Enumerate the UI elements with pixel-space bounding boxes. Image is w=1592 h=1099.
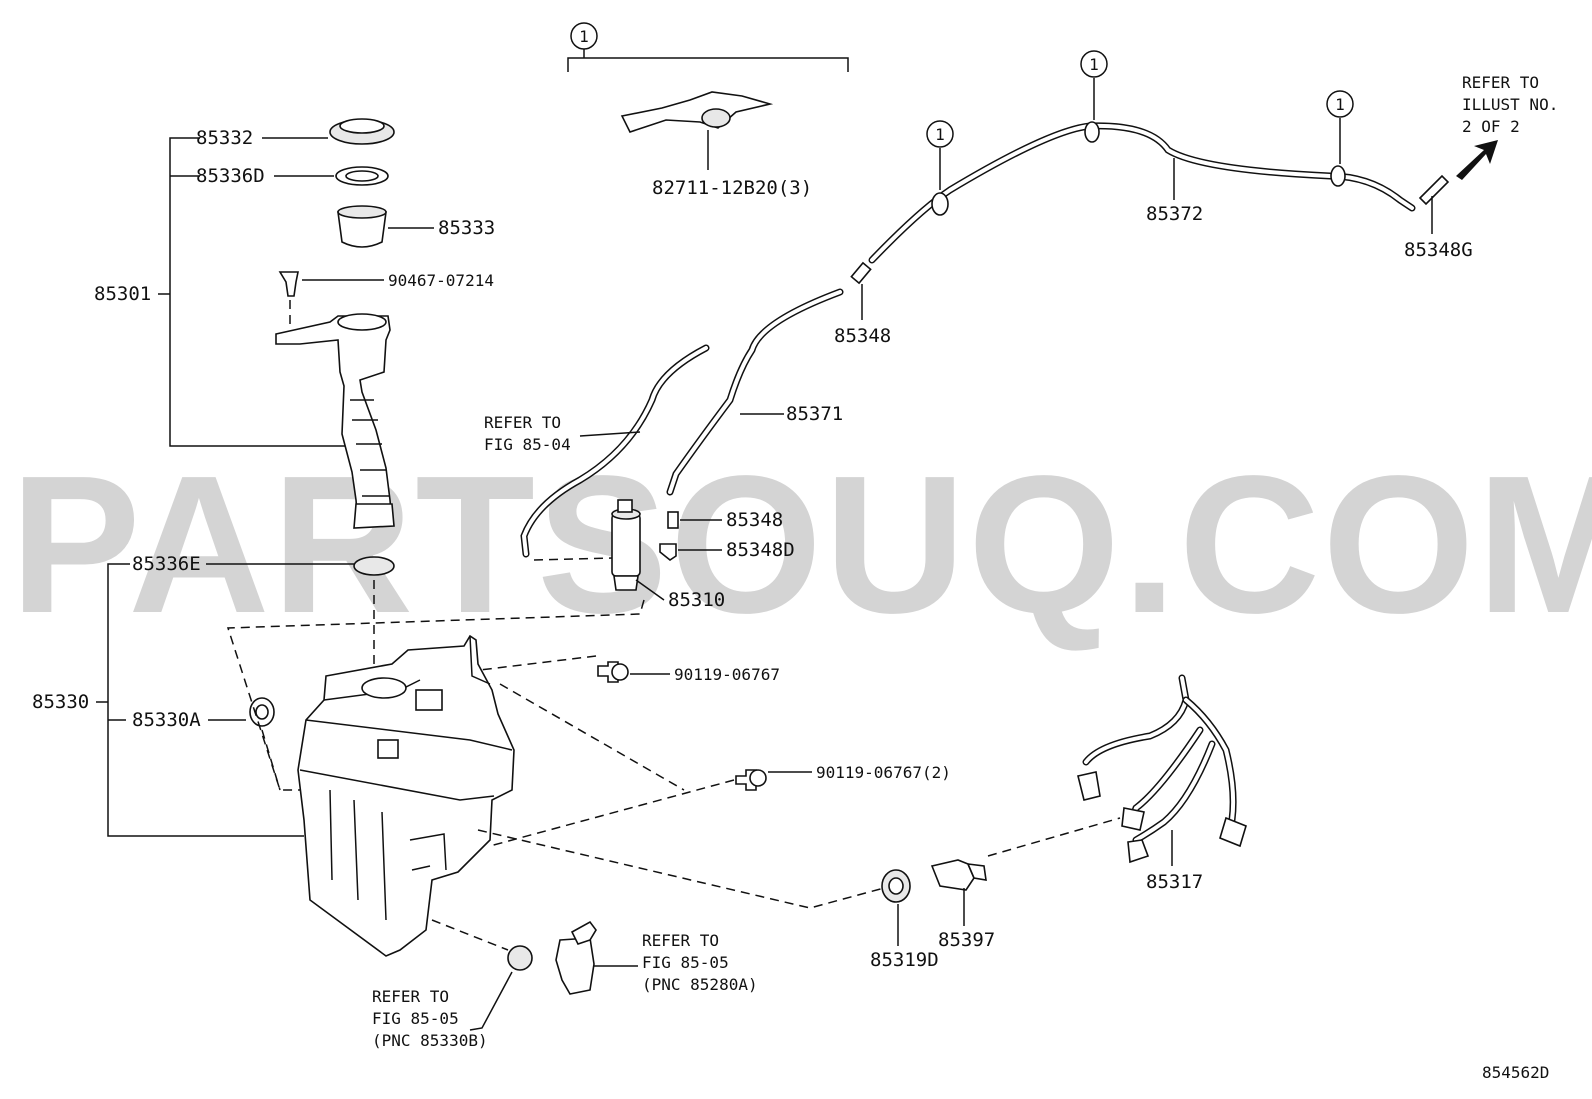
hoses (520, 122, 1416, 558)
label-85348G[interactable]: 85348G (1404, 239, 1473, 261)
refer-fig8505-tank-line3: (PNC 85330B) (372, 1031, 488, 1050)
nozzle-85348g-part[interactable] (1418, 174, 1450, 206)
label-85333[interactable]: 85333 (438, 217, 495, 239)
label-85336D[interactable]: 85336D (196, 165, 265, 187)
arrow-refer-icon (1456, 140, 1498, 180)
label-85330A[interactable]: 85330A (132, 709, 201, 731)
wiring-components: 85319D 85397 85317 (477, 674, 1247, 971)
refer-illust-line1: REFER TO (1462, 73, 1539, 92)
label-90119-a[interactable]: 90119-06767 (674, 665, 780, 684)
connector-part[interactable] (1127, 839, 1150, 864)
refer-fig8504-line2: FIG 85-04 (484, 435, 571, 454)
label-82711[interactable]: 82711-12B20(3) (652, 177, 812, 199)
label-85336E[interactable]: 85336E (132, 553, 201, 575)
joint-85348-mid-part[interactable] (667, 511, 679, 529)
refer-pump-group: REFER TO FIG 85-05 (PNC 85280A) (555, 920, 758, 995)
refer-fig8505-pump-line3: (PNC 85280A) (642, 975, 758, 994)
label-85330[interactable]: 85330 (32, 691, 89, 713)
clamp-part[interactable] (1330, 165, 1346, 187)
label-85317[interactable]: 85317 (1146, 871, 1203, 893)
bracket-line (567, 57, 849, 72)
strainer-part[interactable] (337, 211, 387, 248)
washer-motor-part[interactable] (611, 513, 641, 577)
refer-tank-group: REFER TO FIG 85-05 (PNC 85330B) (372, 919, 533, 1050)
connector-part[interactable] (1219, 816, 1247, 848)
callout-number: 1 (1335, 95, 1345, 114)
callout-number: 1 (579, 27, 589, 46)
joint-85348-part[interactable] (850, 261, 872, 285)
label-85319D[interactable]: 85319D (870, 949, 939, 971)
clip-82711-group: 1 82711-12B20(3) (567, 22, 849, 199)
refer-fig8504-line1: REFER TO (484, 413, 561, 432)
connector-part[interactable] (1077, 771, 1101, 801)
label-85348D[interactable]: 85348D (726, 539, 795, 561)
label-85301[interactable]: 85301 (94, 283, 151, 305)
clamp-part[interactable] (931, 192, 949, 216)
inlet-pipe-part[interactable] (275, 315, 393, 527)
refer-illust-line3: 2 OF 2 (1462, 117, 1520, 136)
refer-fig8505-tank-line1: REFER TO (372, 987, 449, 1006)
hose-clamps: 1 1 1 (926, 50, 1354, 216)
label-85371[interactable]: 85371 (786, 403, 843, 425)
pump-reference-part[interactable] (555, 937, 595, 995)
watermark-text: PARTSOUQ.COM (10, 435, 1592, 654)
grommet-reference-part[interactable] (507, 945, 533, 971)
callout-number: 1 (935, 125, 945, 144)
label-85372[interactable]: 85372 (1146, 203, 1203, 225)
refer-fig8505-pump-line2: FIG 85-05 (642, 953, 729, 972)
hose-clip-part[interactable] (620, 91, 774, 133)
label-90119-b[interactable]: 90119-06767(2) (816, 763, 951, 782)
reservoir-assembly-85330: 85330 85336E 85330A (32, 553, 645, 957)
refer-fig8505-tank-line2: FIG 85-05 (372, 1009, 459, 1028)
inlet-assembly-85301: 85301 85332 85336D 85333 90467-07214 (94, 118, 495, 529)
refer-illust-line2: ILLUST NO. (1462, 95, 1558, 114)
diagram-code: 854562D (1482, 1063, 1549, 1082)
elbow-85348d-part[interactable] (659, 543, 677, 561)
label-85348-top[interactable]: 85348 (834, 325, 891, 347)
refer-fig8505-pump-line1: REFER TO (642, 931, 719, 950)
grommet-85336e-part[interactable] (353, 556, 395, 576)
label-85310[interactable]: 85310 (668, 589, 725, 611)
clamp-part[interactable] (1084, 121, 1100, 143)
label-85397[interactable]: 85397 (938, 929, 995, 951)
bolts-90119: 90119-06767 90119-06767(2) (479, 655, 951, 847)
callout-number: 1 (1089, 55, 1099, 74)
label-85348-mid[interactable]: 85348 (726, 509, 783, 531)
connector-part[interactable] (1121, 807, 1145, 831)
clip-90467-part[interactable] (278, 271, 299, 297)
label-85332[interactable]: 85332 (196, 127, 253, 149)
washer-tank-part[interactable] (297, 634, 515, 957)
callout-circle (570, 22, 598, 50)
washer-motor-85310: 85310 85348 85348D (533, 499, 795, 611)
label-90467[interactable]: 90467-07214 (388, 271, 494, 290)
